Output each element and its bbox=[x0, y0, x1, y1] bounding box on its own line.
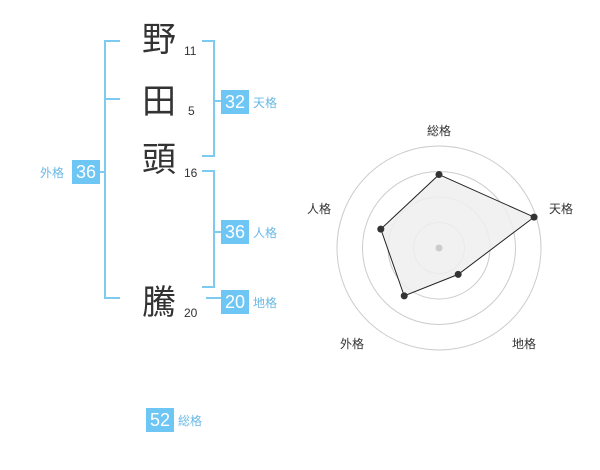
chikaku-connector bbox=[206, 297, 221, 299]
outer-bracket-vertical bbox=[104, 40, 106, 299]
name-char-3: 頭 bbox=[142, 140, 176, 180]
outer-bracket-bottom bbox=[104, 297, 120, 299]
radar-point-4 bbox=[377, 225, 385, 233]
tenkaku-label: 天格 bbox=[253, 96, 278, 110]
tenkaku-bracket-vertical bbox=[213, 40, 215, 157]
radar-ring-4 bbox=[336, 145, 542, 351]
name-char-1: 野 bbox=[142, 20, 176, 60]
tenkaku-bracket-bottom bbox=[202, 155, 215, 157]
jinkaku-bracket-connector bbox=[213, 231, 221, 233]
stroke-count-2: 5 bbox=[188, 104, 195, 118]
radar-label-jinkaku: 人格 bbox=[307, 202, 332, 216]
tenkaku-bracket-top bbox=[202, 40, 215, 42]
radar-label-chikaku: 地格 bbox=[512, 337, 537, 351]
radar-point-0 bbox=[435, 171, 443, 179]
soukaku-badge: 52 bbox=[146, 408, 174, 432]
radar-point-3 bbox=[400, 292, 408, 300]
chikaku-label: 地格 bbox=[253, 296, 278, 310]
tenkaku-bracket-connector bbox=[213, 100, 221, 102]
radar-label-soukaku: 総格 bbox=[427, 124, 452, 138]
radar-label-tenkaku: 天格 bbox=[549, 202, 574, 216]
jinkaku-bracket-vertical bbox=[213, 170, 215, 288]
radar-points bbox=[377, 171, 538, 300]
name-char-2: 田 bbox=[142, 82, 176, 122]
stroke-count-1: 11 bbox=[184, 44, 197, 58]
radar-point-1 bbox=[530, 213, 538, 221]
soukaku-label: 総格 bbox=[178, 414, 203, 428]
jinkaku-label: 人格 bbox=[253, 226, 278, 240]
stroke-count-4: 20 bbox=[184, 306, 198, 320]
radar-point-2 bbox=[454, 270, 462, 278]
gaikaku-label: 外格 bbox=[40, 166, 65, 180]
radar-area bbox=[380, 174, 536, 297]
jinkaku-badge: 36 bbox=[221, 220, 249, 244]
tenkaku-badge: 32 bbox=[221, 90, 249, 114]
gaikaku-badge: 36 bbox=[72, 160, 100, 184]
outer-bracket-connector bbox=[98, 171, 106, 173]
outer-bracket-top bbox=[104, 40, 120, 42]
radar-center-dot bbox=[435, 244, 443, 252]
jinkaku-bracket-bottom bbox=[202, 286, 215, 288]
name-char-4: 騰 bbox=[142, 283, 176, 323]
jinkaku-bracket-top bbox=[202, 170, 215, 172]
radar-label-gaikaku: 外格 bbox=[340, 337, 365, 351]
stroke-count-3: 16 bbox=[184, 166, 198, 180]
chikaku-badge: 20 bbox=[221, 290, 249, 314]
outer-bracket-mid bbox=[104, 98, 120, 100]
